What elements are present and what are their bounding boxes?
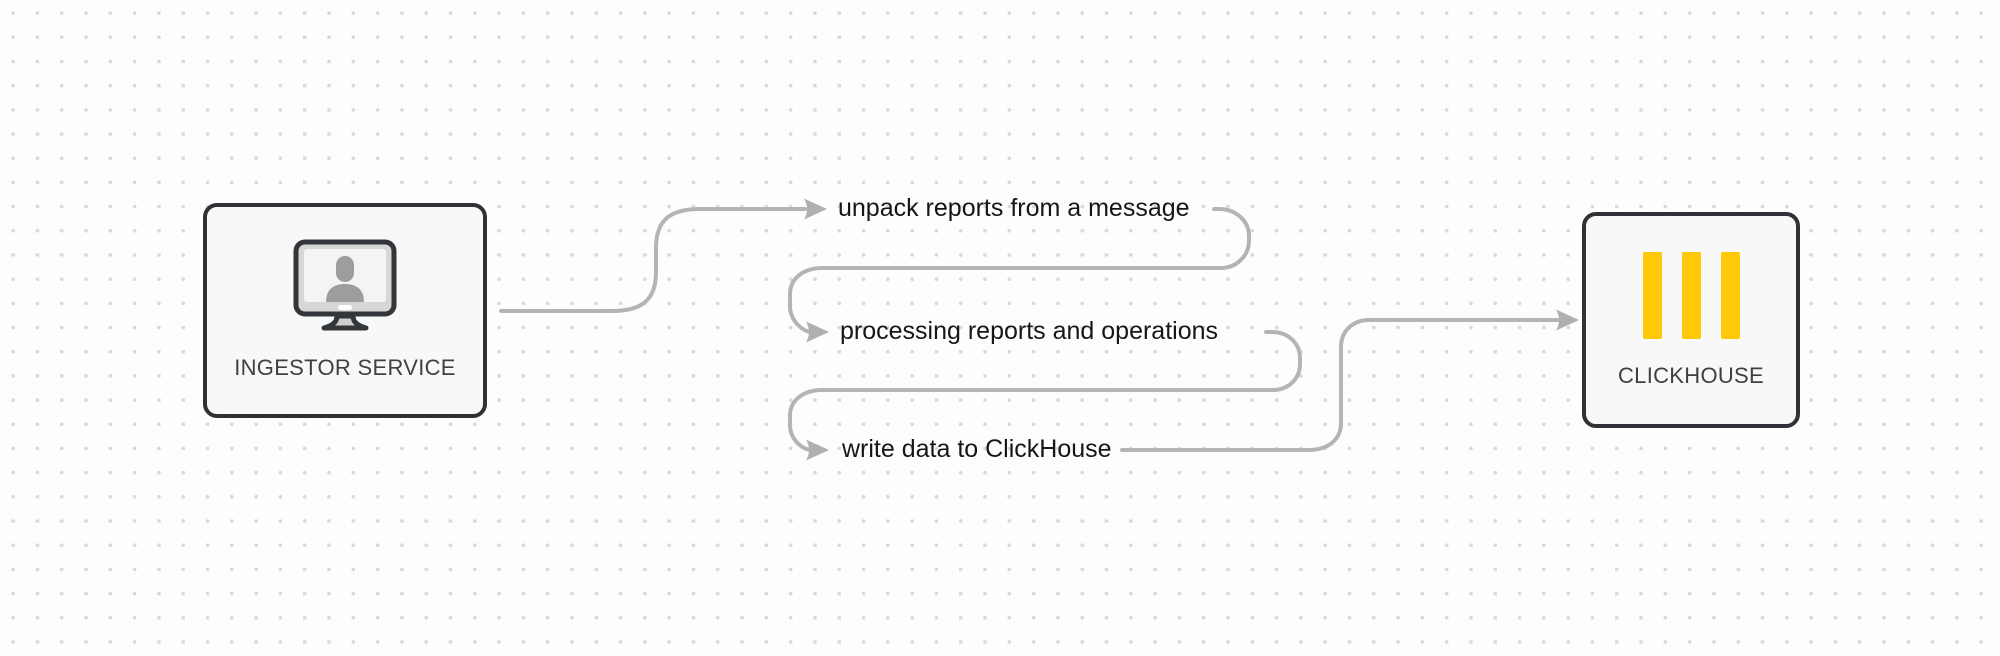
arrowhead-icon xyxy=(806,321,829,343)
logo-bar xyxy=(1681,252,1701,339)
logo-bar xyxy=(1720,252,1740,339)
user-monitor-icon xyxy=(293,239,397,331)
node-clickhouse: CLICKHOUSE xyxy=(1582,212,1800,428)
connector-step2-to-step3 xyxy=(788,330,1302,452)
clickhouse-bars-icon xyxy=(1642,252,1740,339)
flow-step-label-processing: processing reports and operations xyxy=(840,317,1219,345)
node-label-ingestor: INGESTOR SERVICE xyxy=(234,355,456,380)
arrowhead-icon xyxy=(804,198,827,220)
node-ingestor-service: INGESTOR SERVICE xyxy=(203,203,487,418)
arrowhead-icon xyxy=(806,439,829,461)
arrowhead-icon xyxy=(1556,309,1579,331)
logo-bar xyxy=(1642,252,1662,339)
connector-step1-to-step2 xyxy=(788,207,1251,334)
flow-step-label-write: write data to ClickHouse xyxy=(842,435,1112,463)
connector-ingestor-to-step1 xyxy=(499,207,807,313)
flow-step-label-unpack: unpack reports from a message xyxy=(838,194,1190,222)
node-label-clickhouse: CLICKHOUSE xyxy=(1617,363,1765,388)
